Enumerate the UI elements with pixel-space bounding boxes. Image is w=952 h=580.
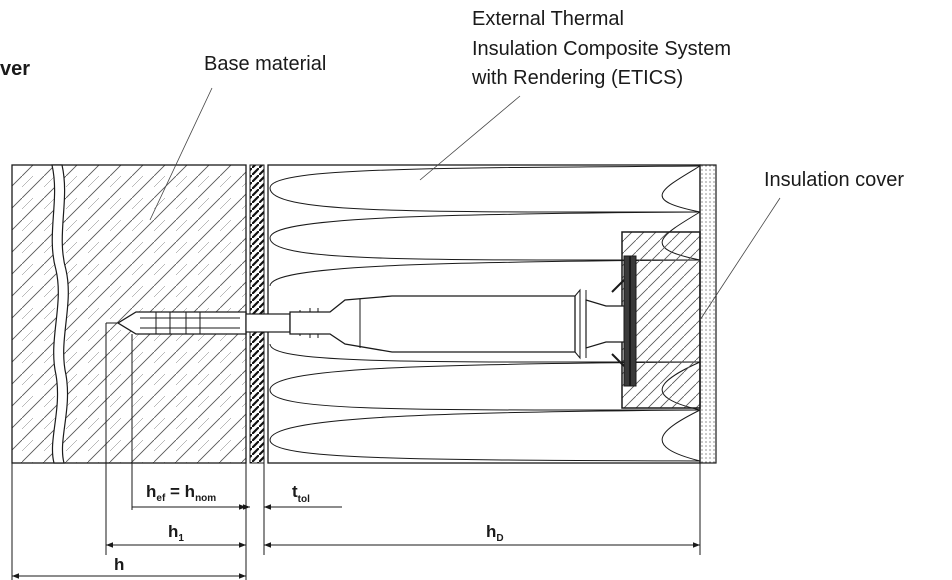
dim-h: h [114, 555, 124, 574]
dim-h1: h1 [168, 522, 184, 544]
etics-label-line3: with Rendering (ETICS) [471, 67, 683, 89]
etics-label-line2: Insulation Composite System [472, 38, 731, 60]
dimension-lines [11, 323, 701, 580]
leader-lines [149, 87, 781, 321]
anchor [106, 255, 637, 387]
cut-label: ver [0, 58, 30, 80]
dim-ttol: ttol [292, 482, 310, 505]
dim-hD: hD [486, 522, 504, 544]
dim-hef-hnom: hef = hnom [146, 482, 216, 504]
insulation-cover-label: Insulation cover [764, 169, 904, 191]
etics-label-line1: External Thermal [472, 8, 624, 30]
base-material-label: Base material [204, 53, 326, 75]
